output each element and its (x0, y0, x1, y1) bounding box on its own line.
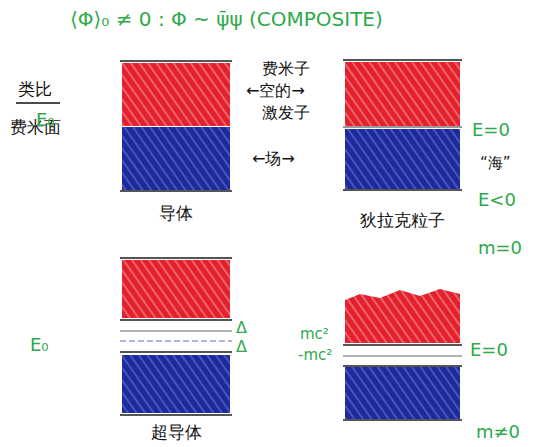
energy-label: E₀ (36, 110, 55, 130)
field-label: ←场→ (252, 150, 295, 168)
sea-label: “海” (480, 155, 511, 172)
dirac-bands (343, 60, 462, 190)
underline (16, 102, 60, 104)
band-panel: 超导体 (118, 254, 234, 443)
panel-caption: 超导体 (118, 423, 234, 443)
rest-energy: mc² (300, 326, 329, 343)
band-panel: 狄拉克粒子 (341, 56, 464, 231)
conductor-bands (120, 61, 232, 191)
mass-zero: m=0 (478, 238, 522, 258)
fermion-label: 费米子 (262, 60, 310, 78)
energy-label: E₀ (30, 335, 49, 355)
panel-caption: 导体 (118, 204, 234, 224)
title-formula: ⟨Φ⟩₀ ≠ 0 : Φ ~ ψ̄ψ (COMPOSITE) (70, 8, 383, 30)
excitation-label: 激发子 (262, 104, 310, 122)
mass-nonzero: m≠0 (476, 422, 520, 442)
gap-label: Δ (236, 319, 247, 337)
gap-label: Δ (236, 338, 247, 356)
analogy-label: 类比 (18, 80, 52, 99)
rest-energy: -mc² (298, 347, 332, 364)
energy-zero: E=0 (470, 340, 508, 360)
energy-negative: E<0 (478, 190, 516, 210)
band-panel: 导体 (118, 56, 234, 224)
panel-caption: 狄拉克粒子 (341, 211, 464, 231)
empty-label: ←空的→ (246, 82, 305, 100)
superconductor-bands (0, 103, 232, 415)
massive-dirac-bands (343, 289, 462, 420)
energy-zero: E=0 (472, 120, 510, 140)
